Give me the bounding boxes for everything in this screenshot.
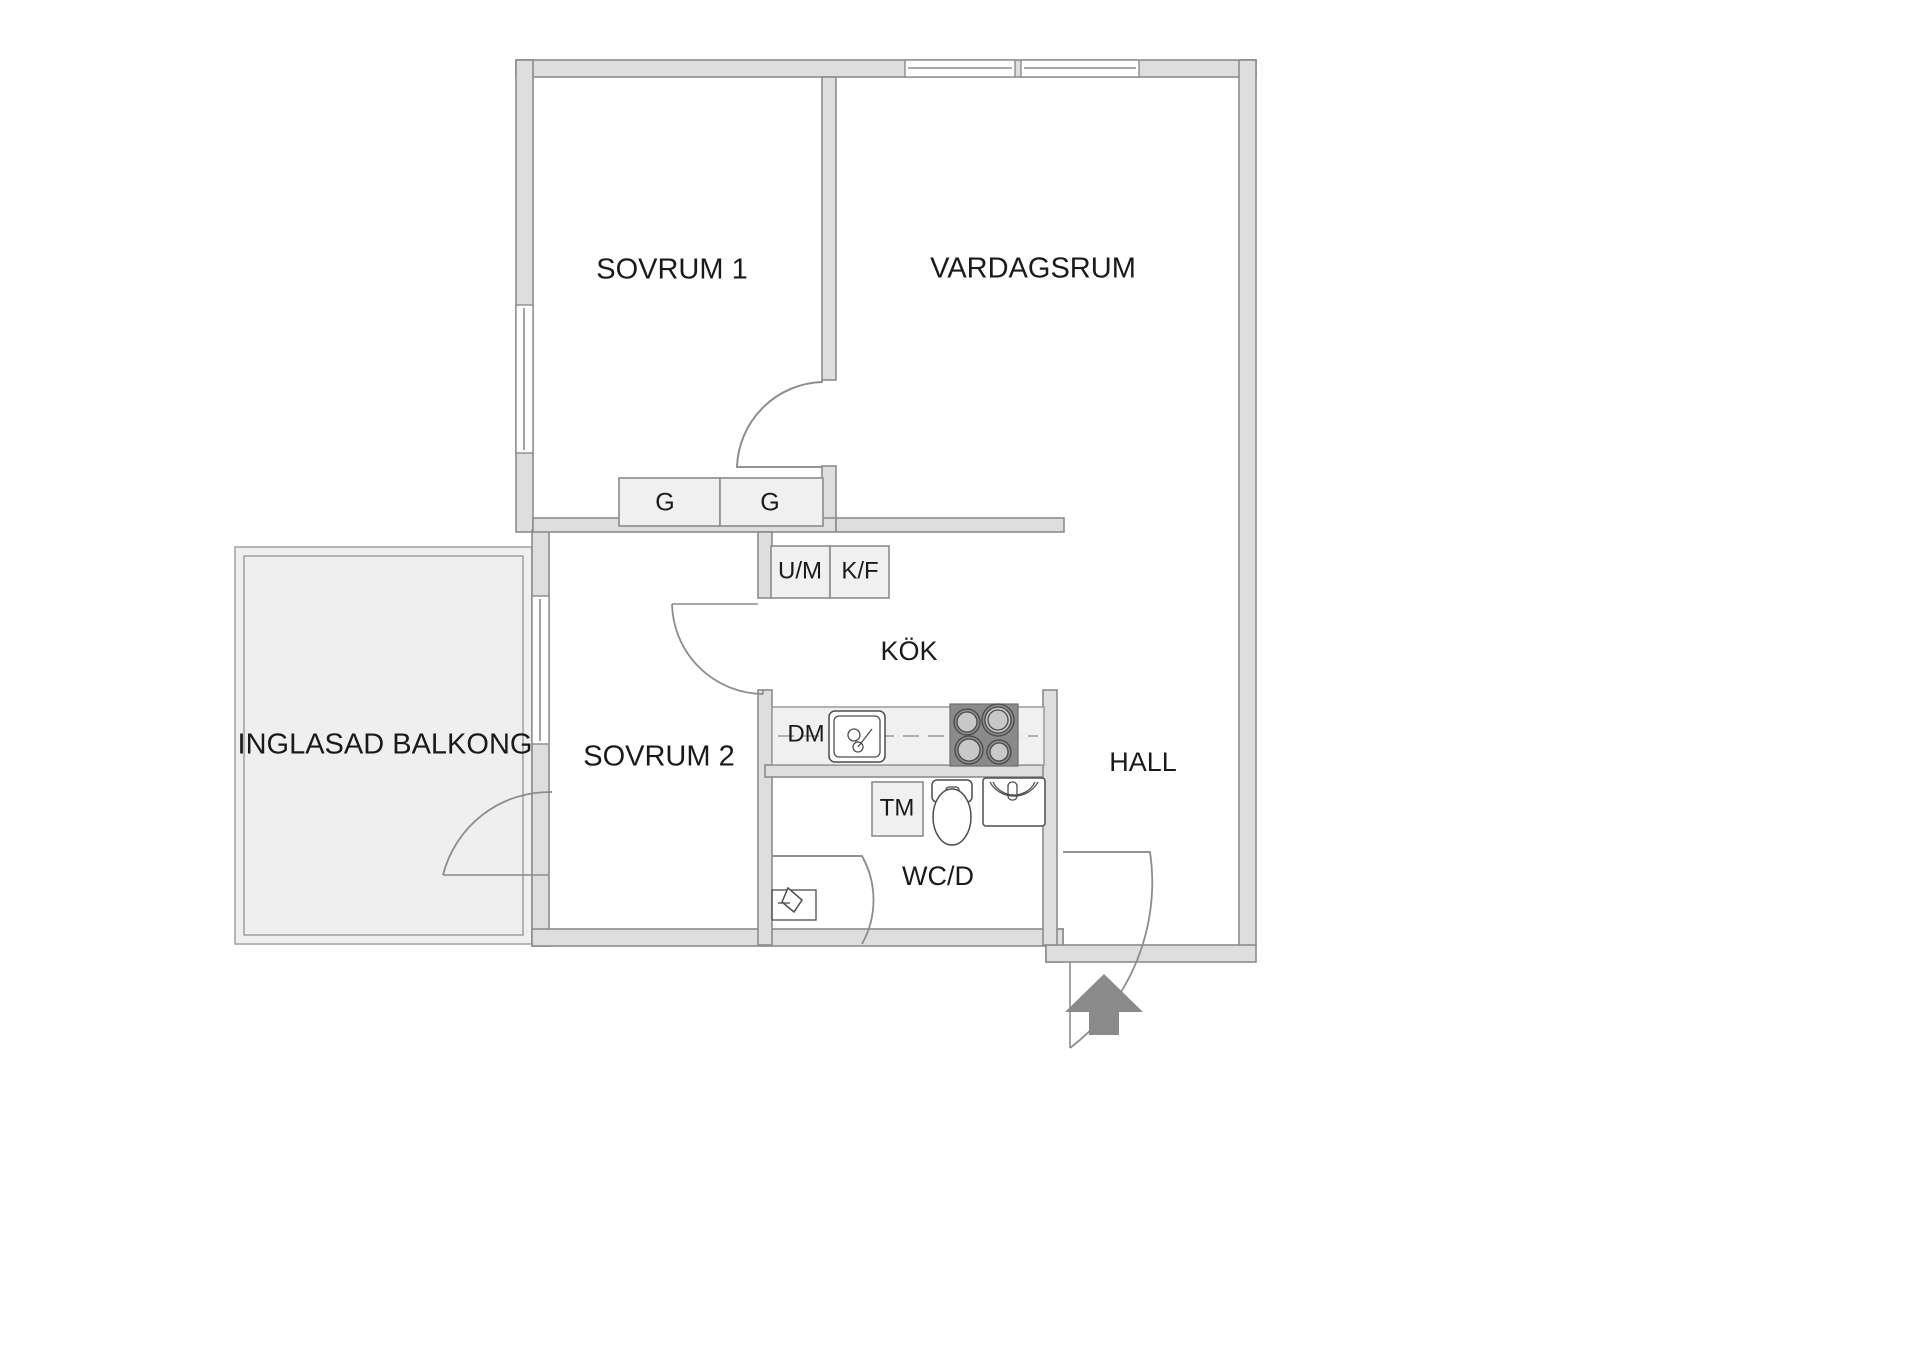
wall-sovrum1-vardagsrum-upper [821, 76, 837, 381]
door-balkong [442, 791, 553, 876]
closet-g-left[interactable] [618, 477, 721, 527]
room-label-hall: HALL [1109, 747, 1177, 777]
wall-wcd-top [764, 764, 1056, 778]
closet-label-g-right: G [760, 489, 779, 517]
closet-label-um: U/M [778, 557, 822, 584]
toilet [931, 779, 973, 846]
closet-label-kf: K/F [841, 557, 878, 584]
closets-group [618, 477, 924, 837]
closet-kf[interactable] [829, 545, 890, 599]
wall-sovrum2-right-upper [757, 531, 773, 599]
window-top-1 [904, 59, 1016, 78]
balcony-area [234, 546, 533, 945]
room-label-balkong: INGLASAD BALKONG [238, 729, 533, 761]
closet-label-g-left: G [655, 489, 674, 517]
appliance-label-tm: TM [880, 794, 915, 821]
wall-bottom-left [531, 928, 1064, 947]
room-label-vardagsrum: VARDAGSRUM [930, 253, 1136, 285]
entrance-arrow [1065, 974, 1143, 1035]
bathroom-fixtures [931, 777, 1046, 846]
room-label-sovrum2: SOVRUM 2 [583, 741, 734, 773]
room-label-kok: KÖK [880, 636, 937, 666]
doors-group [442, 380, 1154, 1049]
room-label-wcd: WC/D [902, 861, 974, 891]
wall-left-upper [515, 59, 534, 533]
wall-bottom-entry [1045, 944, 1257, 963]
balcony-inner [243, 555, 524, 936]
closet-g-right[interactable] [719, 477, 824, 527]
wall-right [1238, 59, 1257, 947]
appliance-tm[interactable] [871, 781, 924, 837]
room-label-sovrum1: SOVRUM 1 [596, 254, 747, 286]
closet-um[interactable] [770, 545, 831, 599]
floor-drain [771, 886, 817, 921]
wall-vardagsrum-bottom [835, 517, 1065, 533]
door-sovrum2 [671, 603, 764, 695]
kitchen-sink [828, 710, 886, 763]
window-top-2 [1020, 59, 1140, 78]
windows-group [515, 59, 1140, 745]
appliance-label-dm: DM [787, 720, 824, 747]
window-left-sovrum1 [515, 304, 534, 454]
door-wcd [772, 855, 875, 945]
stove-cooktop [949, 703, 1019, 767]
door-sovrum1 [736, 380, 823, 468]
wash-basin [982, 777, 1046, 827]
window-left-sovrum2 [531, 595, 550, 745]
kitchen-counter-group [771, 703, 1045, 767]
wall-sovrum2-right-lower [757, 689, 773, 946]
wall-top [515, 59, 1257, 78]
